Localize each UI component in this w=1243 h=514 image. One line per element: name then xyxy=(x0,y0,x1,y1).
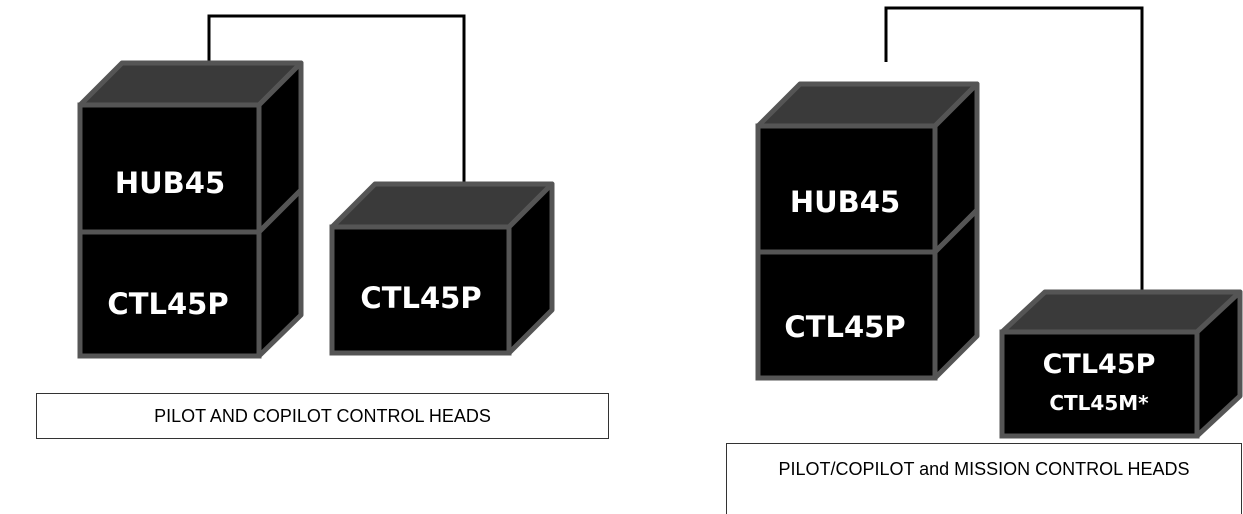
right-ctl45p-remote-label: CTL45P xyxy=(1043,349,1156,380)
right-ctl45p-stack-box: CTL45P xyxy=(755,207,980,381)
right-connection-wire xyxy=(884,6,1144,293)
right-ctl45p-stack-label: CTL45P xyxy=(784,310,905,344)
right-hub45-label: HUB45 xyxy=(790,185,900,219)
right-config-caption: PILOT/COPILOT and MISSION CONTROL HEADS xyxy=(726,443,1242,514)
left-hub45-label: HUB45 xyxy=(115,166,225,200)
right-ctl45m-remote-label: CTL45M* xyxy=(1049,391,1149,415)
left-connection-wire xyxy=(207,14,466,184)
left-ctl45p-stack-label: CTL45P xyxy=(107,287,228,321)
left-hub45-box: HUB45 xyxy=(77,60,304,235)
left-ctl45p-stack-box: CTL45P xyxy=(77,187,304,359)
left-ctl45p-remote-label: CTL45P xyxy=(360,281,481,315)
left-config-caption: PILOT AND COPILOT CONTROL HEADS xyxy=(36,393,609,439)
right-ctl45p-ctl45m-remote-box: CTL45P CTL45M* xyxy=(999,289,1243,439)
left-ctl45p-remote-box: CTL45P xyxy=(329,181,555,356)
right-hub45-box: HUB45 xyxy=(755,81,980,255)
